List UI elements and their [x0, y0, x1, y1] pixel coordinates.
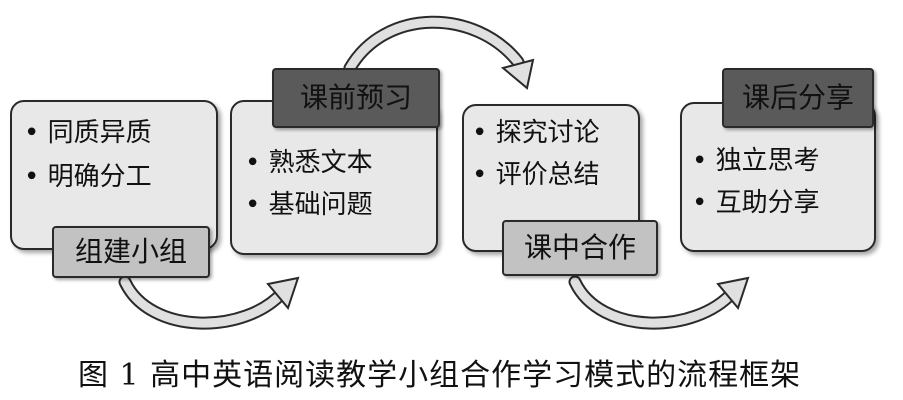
stage-1-item-1: • 同质异质	[24, 118, 152, 148]
arrow-2-to-3	[343, 15, 535, 90]
stage-1-box	[10, 100, 218, 250]
arrow-1-to-2	[118, 275, 300, 330]
stage-3-item-1: • 探究讨论	[472, 118, 600, 148]
stage-2-item-2: • 基础问题	[245, 190, 373, 220]
stage-4-item-1: • 独立思考	[692, 146, 820, 176]
stage-1-item-2: • 明确分工	[24, 162, 152, 192]
stage-2-label: 课前预习	[272, 68, 440, 128]
arrow-3-to-4	[568, 275, 750, 330]
stage-1-label: 组建小组	[52, 226, 210, 278]
stage-4-label: 课后分享	[722, 68, 874, 128]
stage-2-item-1: • 熟悉文本	[245, 148, 373, 178]
figure-caption: 图 1 高中英语阅读教学小组合作学习模式的流程框架	[78, 358, 802, 393]
stage-3-label: 课中合作	[502, 220, 658, 276]
stage-4-item-2: • 互助分享	[692, 188, 820, 218]
stage-3-item-2: • 评价总结	[472, 160, 600, 190]
